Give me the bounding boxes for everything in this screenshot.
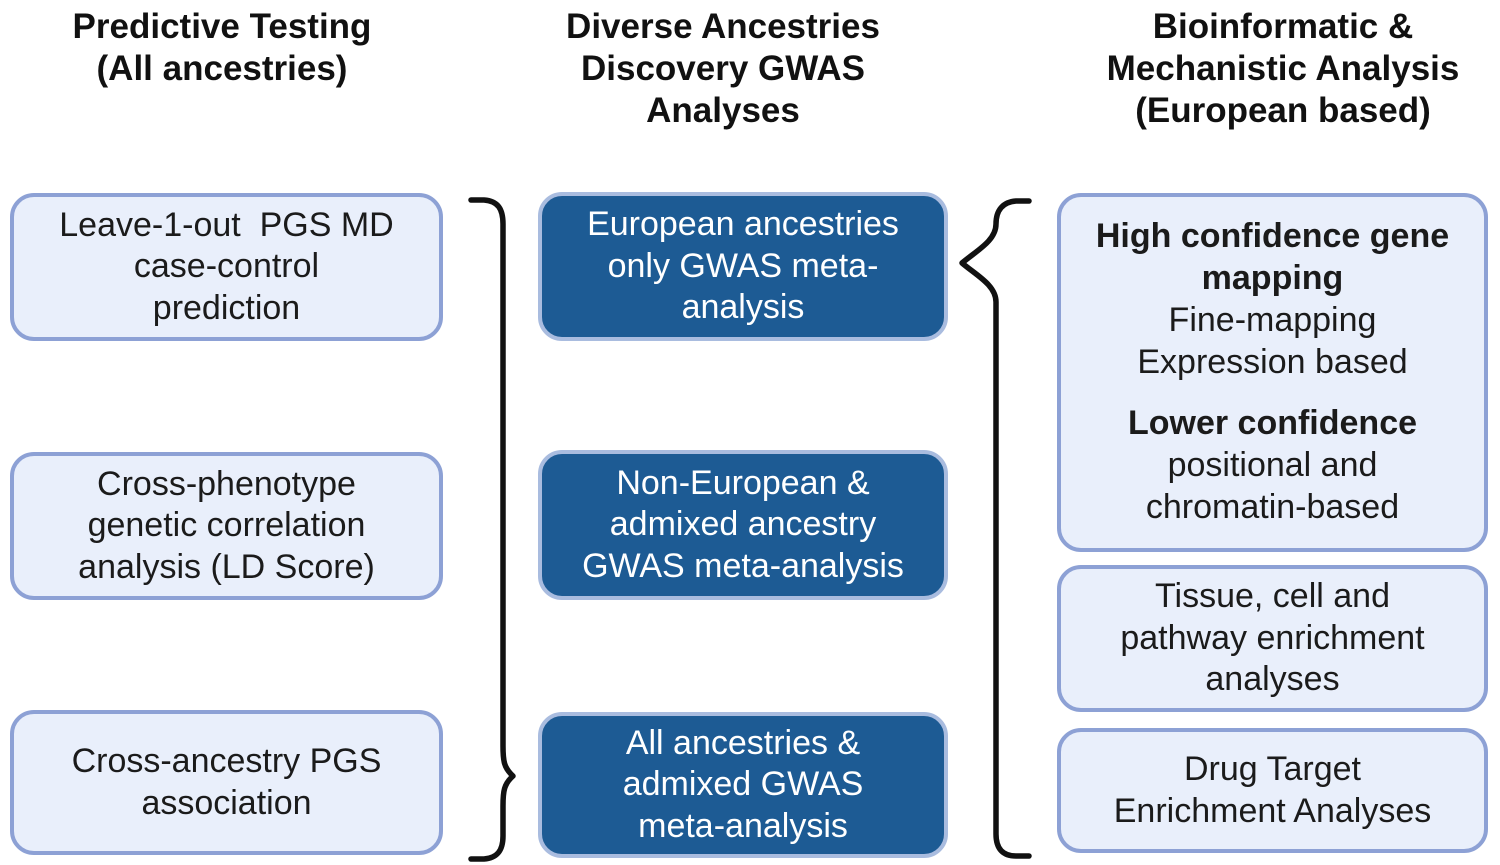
- column-header-bioinformatic-analysis: Bioinformatic & Mechanistic Analysis (Eu…: [1106, 7, 1460, 130]
- high-confidence-gene-mapping-body: Fine-mapping Expression based: [1137, 300, 1408, 381]
- box-all-ancestries-admixed-gwas-meta-analysis: All ancestries & admixed GWAS meta-analy…: [538, 712, 948, 858]
- box-non-european-admixed-gwas-meta-analysis: Non-European & admixed ancestry GWAS met…: [538, 450, 948, 600]
- box-label: Non-European & admixed ancestry GWAS met…: [582, 463, 904, 585]
- lower-confidence-body: positional and chromatin-based: [1145, 446, 1400, 527]
- box-label: Cross-ancestry PGS association: [71, 742, 382, 822]
- right-curly-brace: [959, 198, 1032, 859]
- box-label: Cross-phenotype genetic correlation anal…: [78, 464, 375, 586]
- column-header-predictive-testing: Predictive Testing (All ancestries): [72, 7, 372, 88]
- box-drug-target-enrichment-analyses: Drug Target Enrichment Analyses: [1057, 728, 1488, 853]
- column-header-discovery-gwas: Diverse Ancestries Discovery GWAS Analys…: [566, 7, 880, 130]
- box-cross-phenotype-genetic-correlation: Cross-phenotype genetic correlation anal…: [10, 452, 443, 600]
- box-european-ancestries-gwas-meta-analysis: European ancestries only GWAS meta- anal…: [538, 192, 948, 341]
- high-confidence-gene-mapping-heading: High confidence gene mapping: [1095, 217, 1450, 297]
- box-gene-mapping: High confidence gene mapping Fine-mappin…: [1057, 193, 1488, 552]
- box-tissue-cell-pathway-enrichment: Tissue, cell and pathway enrichment anal…: [1057, 565, 1488, 712]
- box-label: Leave-1-out PGS MD case-control predicti…: [59, 205, 394, 327]
- box-leave-1-out-pgs-prediction: Leave-1-out PGS MD case-control predicti…: [10, 193, 443, 341]
- box-label: European ancestries only GWAS meta- anal…: [587, 205, 899, 327]
- box-label: Drug Target Enrichment Analyses: [1113, 750, 1432, 830]
- box-label: All ancestries & admixed GWAS meta-analy…: [622, 723, 864, 845]
- lower-confidence-heading: Lower confidence: [1127, 404, 1418, 443]
- box-cross-ancestry-pgs-association: Cross-ancestry PGS association: [10, 710, 443, 855]
- left-curly-brace: [468, 197, 516, 862]
- box-label: Tissue, cell and pathway enrichment anal…: [1120, 577, 1425, 699]
